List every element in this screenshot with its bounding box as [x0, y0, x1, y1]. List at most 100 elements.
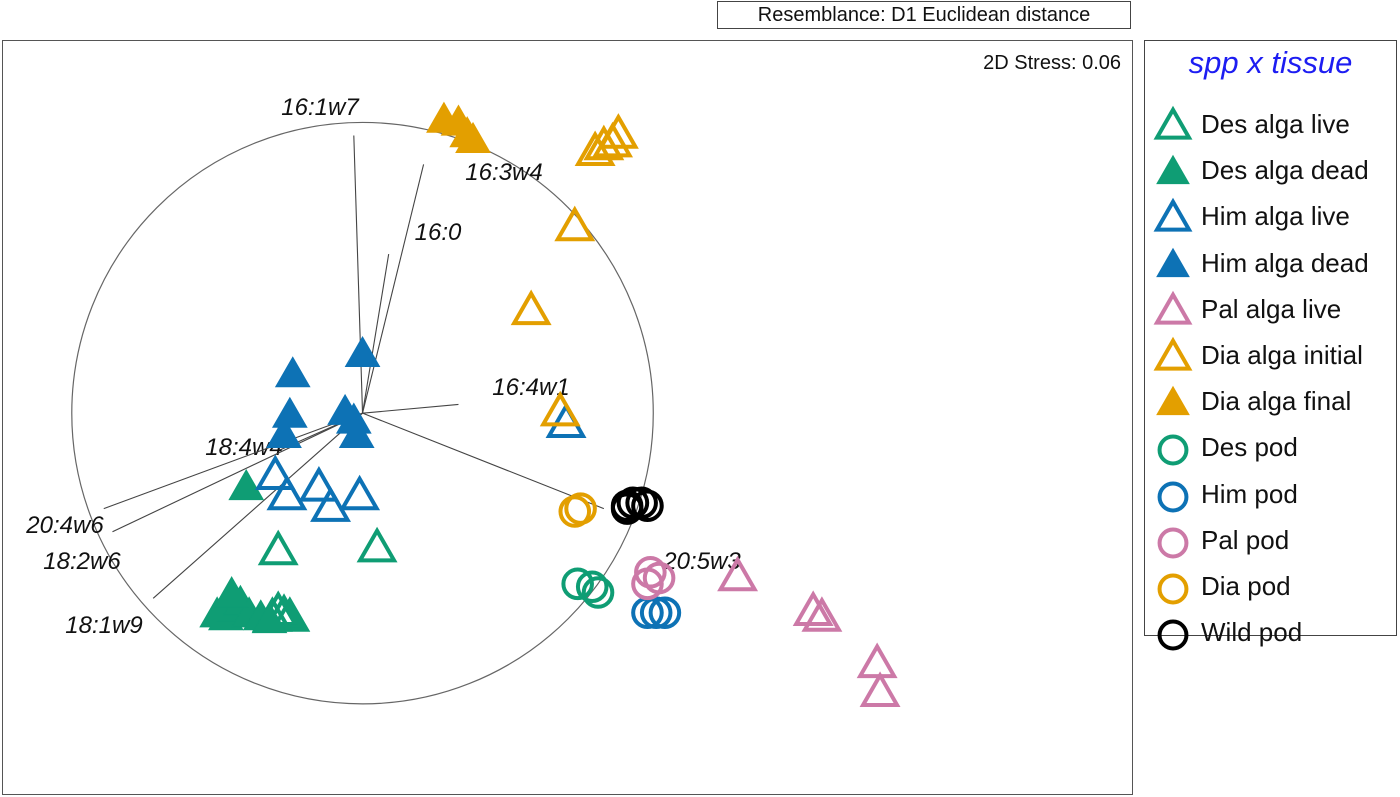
legend-marker: [1157, 619, 1189, 651]
vector-label: 20:5w3: [662, 548, 741, 575]
data-point: [648, 596, 682, 630]
vector-line: [362, 412, 605, 510]
resemblance-label: Resemblance: D1 Euclidean distance: [717, 1, 1131, 29]
data-point: [455, 121, 491, 153]
data-point: [859, 671, 901, 707]
data-point: [310, 486, 351, 522]
legend-label: Des alga dead: [1201, 155, 1369, 186]
triangle-icon: [1156, 154, 1190, 185]
legend-label: Him alga live: [1201, 201, 1350, 232]
legend-item: Dia pod: [1151, 567, 1397, 607]
legend-item: Des alga dead: [1151, 151, 1397, 191]
plot-frame: [2, 40, 1133, 795]
circle-icon: [1157, 619, 1189, 651]
legend-label: Des alga live: [1201, 109, 1350, 139]
legend-marker: [1153, 198, 1193, 232]
data-point: [639, 596, 673, 630]
data-point: [554, 205, 596, 242]
triangle-icon: [1153, 198, 1193, 232]
circle-icon: [1157, 573, 1189, 605]
legend-item: Him pod: [1151, 475, 1397, 515]
data-point: [610, 492, 644, 525]
legend-item: Him alga dead: [1151, 244, 1397, 284]
stress-label: 2D Stress: 0.06: [983, 52, 1121, 74]
data-point: [801, 596, 843, 632]
legend-marker: [1153, 336, 1193, 371]
vector-line: [112, 412, 363, 533]
data-point: [339, 474, 381, 511]
vector-line: [361, 164, 425, 414]
legend-title: spp x tissue: [1188, 45, 1353, 80]
data-point: [631, 489, 664, 523]
legend-marker: [1156, 385, 1190, 416]
data-point: [581, 576, 615, 609]
vector-line: [362, 403, 459, 414]
vector-line: [361, 253, 390, 414]
data-point: [616, 486, 650, 520]
data-point: [561, 567, 594, 601]
data-point: [575, 570, 609, 604]
legend-item: Dia alga final: [1151, 382, 1397, 422]
vector-label: 16:3w4: [465, 159, 542, 186]
legend-marker: [1153, 290, 1193, 325]
legend-label: Pal pod: [1201, 524, 1290, 555]
data-point: [266, 474, 308, 511]
legend-item: Pal alga live: [1151, 290, 1397, 330]
data-point: [298, 466, 340, 502]
legend-label: Him pod: [1201, 478, 1298, 509]
data-point: [597, 113, 639, 149]
data-point: [271, 396, 308, 428]
vector-label: 18:1w9: [65, 612, 142, 639]
legend-item: Him alga live: [1151, 197, 1397, 237]
legend-item: Des pod: [1151, 428, 1397, 468]
data-point: [254, 454, 296, 491]
data-point: [338, 416, 375, 449]
triangle-icon: [1156, 247, 1190, 277]
data-point: [228, 469, 265, 501]
legend-marker: [1156, 154, 1190, 185]
circle-icon: [1157, 481, 1189, 513]
data-point: [856, 642, 898, 679]
legend-label: Dia alga final: [1201, 386, 1352, 417]
data-point: [266, 416, 302, 449]
legend-marker: [1157, 434, 1189, 466]
data-point: [274, 356, 311, 388]
legend-marker: [1156, 247, 1190, 277]
triangle-icon: [1153, 290, 1193, 325]
legend-marker: [1157, 481, 1189, 513]
triangle-icon: [1153, 105, 1193, 140]
triangle-icon: [1156, 385, 1190, 416]
legend-marker: [1157, 573, 1189, 605]
triangle-icon: [1153, 336, 1193, 371]
legend-marker: [1157, 527, 1189, 559]
data-point: [539, 390, 581, 427]
legend-label: Pal alga live: [1201, 293, 1342, 324]
data-point: [257, 529, 299, 566]
data-point: [344, 335, 381, 368]
legend-item: Wild pod: [1151, 613, 1397, 653]
legend-item: Des alga live: [1151, 105, 1397, 145]
data-point: [545, 402, 587, 438]
data-point: [510, 289, 552, 326]
data-point: [574, 130, 616, 167]
legend-item: Pal pod: [1151, 521, 1397, 561]
vector-label: 16:0: [415, 219, 462, 246]
vector-label: 20:4w6: [25, 512, 104, 539]
vector-label: 18:2w6: [43, 548, 121, 575]
legend-label: Des pod: [1201, 432, 1298, 463]
legend-item: Dia alga initial: [1151, 336, 1397, 376]
vector-line: [152, 412, 363, 599]
legend-label: Wild pod: [1201, 617, 1303, 648]
data-point: [583, 124, 625, 161]
vector-circle: [71, 121, 654, 705]
vector-line: [103, 412, 363, 510]
circle-icon: [1157, 434, 1189, 466]
legend-label: Dia pod: [1201, 571, 1291, 601]
vector-label: 16:1w7: [281, 94, 360, 121]
data-point: [263, 593, 305, 629]
data-point: [717, 555, 759, 592]
data-point: [213, 576, 250, 608]
data-point: [564, 492, 597, 525]
